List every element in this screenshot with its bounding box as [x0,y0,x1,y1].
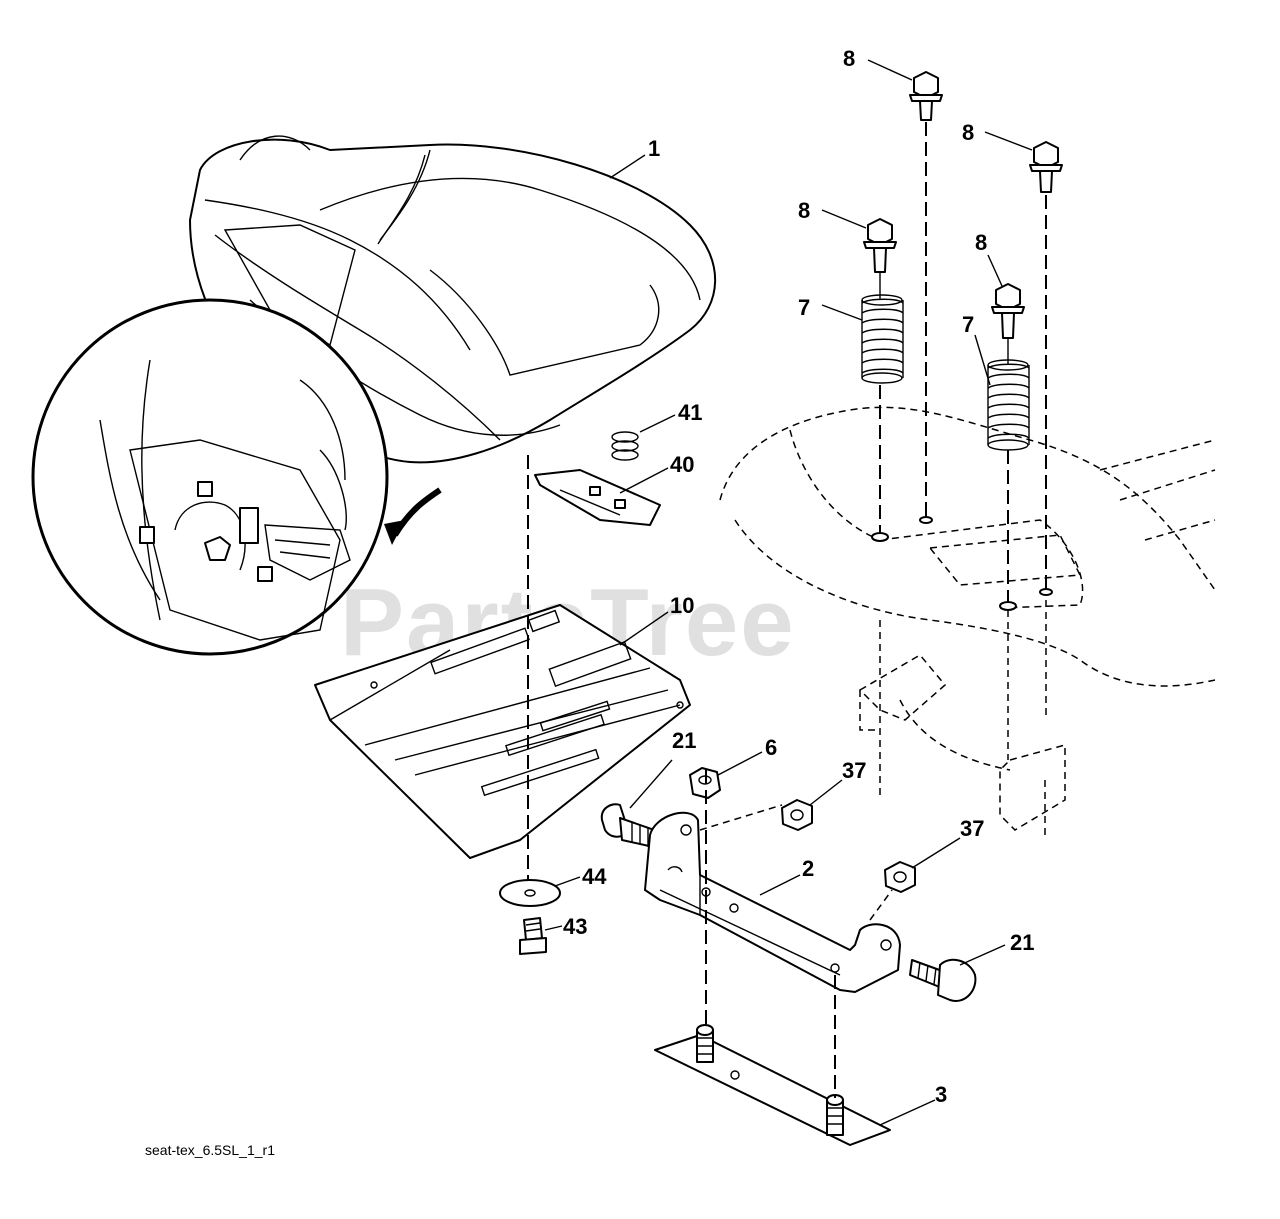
callout-21-left: 21 [672,728,696,753]
callout-21-right: 21 [1010,930,1034,955]
spring-41 [611,431,639,461]
bolt-8a [909,71,943,121]
diagram-caption: seat-tex_6.5SL_1_r1 [145,1142,275,1158]
bolt-8c [863,218,897,273]
callout-7-left: 7 [798,295,810,320]
callout-44: 44 [582,864,607,889]
callout-10: 10 [670,593,694,618]
tractor-frame [719,406,1216,840]
spring-7-right [987,359,1030,451]
callout-8a: 8 [843,46,855,71]
slot-row-upper [539,700,611,732]
detail-inset [31,298,389,656]
callout-8d: 8 [975,230,987,255]
callout-40: 40 [670,452,694,477]
callout-37-upper: 37 [842,758,866,783]
callout-37-lower: 37 [960,816,984,841]
callout-8c: 8 [798,198,810,223]
spring-7-left [861,294,904,384]
callout-2: 2 [802,856,814,881]
callout-3: 3 [935,1082,947,1107]
bolt-8d [991,283,1025,339]
seat-bracket-2 [644,811,901,993]
bolt-21-right [909,958,977,1002]
clip-40 [534,469,661,526]
screw-43 [519,917,547,955]
bolt-8b [1029,141,1063,193]
callout-1: 1 [648,136,660,161]
callout-7-right: 7 [962,312,974,337]
nut-37-upper [781,799,813,831]
slot-row-lower [480,748,600,797]
washer-44 [499,879,561,907]
nut-37-lower [884,861,916,893]
callout-41: 41 [678,400,702,425]
callout-6: 6 [765,735,777,760]
callout-43: 43 [563,914,587,939]
bolt-21-left [600,803,661,849]
mount-plate-3 [654,1024,891,1146]
seat-pan-10 [314,604,691,859]
callout-8b: 8 [962,120,974,145]
